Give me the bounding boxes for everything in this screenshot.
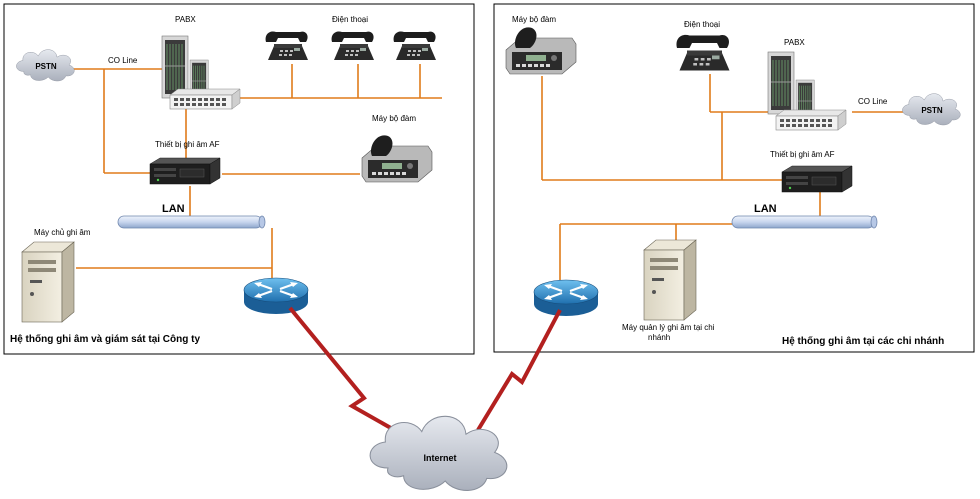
wan-link-hq bbox=[288, 306, 413, 442]
hq-recorder bbox=[149, 157, 221, 185]
branch-phone bbox=[676, 34, 730, 71]
branch-server-label-2: nhánh bbox=[648, 333, 670, 342]
hq-router bbox=[242, 276, 310, 316]
hq-phones-label: Điện thoại bbox=[332, 15, 368, 24]
branch-server-label-1: Máy quản lý ghi âm tại chi bbox=[622, 323, 715, 332]
hq-coline-label: CO Line bbox=[108, 56, 138, 65]
branch-coline-label: CO Line bbox=[858, 97, 888, 106]
branch-server bbox=[643, 239, 697, 321]
branch-radio-label: Máy bộ đàm bbox=[512, 15, 556, 24]
branch-lan-bus bbox=[731, 215, 878, 229]
branch-radio bbox=[505, 26, 577, 75]
branch-phone-label: Điện thoại bbox=[684, 20, 720, 29]
hq-radio-label: Máy bộ đàm bbox=[372, 114, 416, 123]
internet-label: Internet bbox=[423, 453, 456, 463]
hq-server bbox=[21, 241, 75, 323]
hq-panel: PSTN CO Line PABX Điện thoại Thiết bị gh… bbox=[3, 3, 475, 355]
branch-wires bbox=[541, 74, 908, 286]
branch-panel: Máy bộ đàm Điện thoại PABX CO Line PSTN … bbox=[493, 3, 975, 353]
hq-pstn-label: PSTN bbox=[35, 62, 57, 71]
branch-title: Hệ thống ghi âm tại các chi nhánh bbox=[782, 335, 944, 347]
hq-phone-3 bbox=[393, 31, 436, 60]
branch-recorder bbox=[781, 165, 853, 193]
hq-pbx-label: PABX bbox=[175, 15, 196, 24]
branch-pstn-label: PSTN bbox=[921, 106, 943, 115]
hq-radio bbox=[361, 134, 433, 183]
branch-lan-label: LAN bbox=[754, 203, 777, 215]
hq-phone-1 bbox=[265, 31, 308, 60]
hq-phone-2 bbox=[331, 31, 374, 60]
branch-pbx bbox=[767, 51, 847, 131]
hq-lan-bus bbox=[117, 215, 266, 229]
hq-lan-label: LAN bbox=[162, 203, 185, 215]
wan-links bbox=[288, 306, 562, 442]
hq-pbx bbox=[161, 35, 241, 110]
branch-router bbox=[532, 278, 600, 318]
branch-pbx-label: PABX bbox=[784, 38, 805, 47]
hq-title: Hệ thống ghi âm và giám sát tại Công ty bbox=[10, 333, 200, 345]
hq-server-label: Máy chủ ghi âm bbox=[34, 228, 91, 237]
hq-wires bbox=[60, 64, 442, 286]
hq-recorder-label: Thiết bị ghi âm AF bbox=[155, 140, 220, 149]
wan-link-branch bbox=[476, 309, 562, 432]
branch-recorder-label: Thiết bị ghi âm AF bbox=[770, 150, 835, 159]
